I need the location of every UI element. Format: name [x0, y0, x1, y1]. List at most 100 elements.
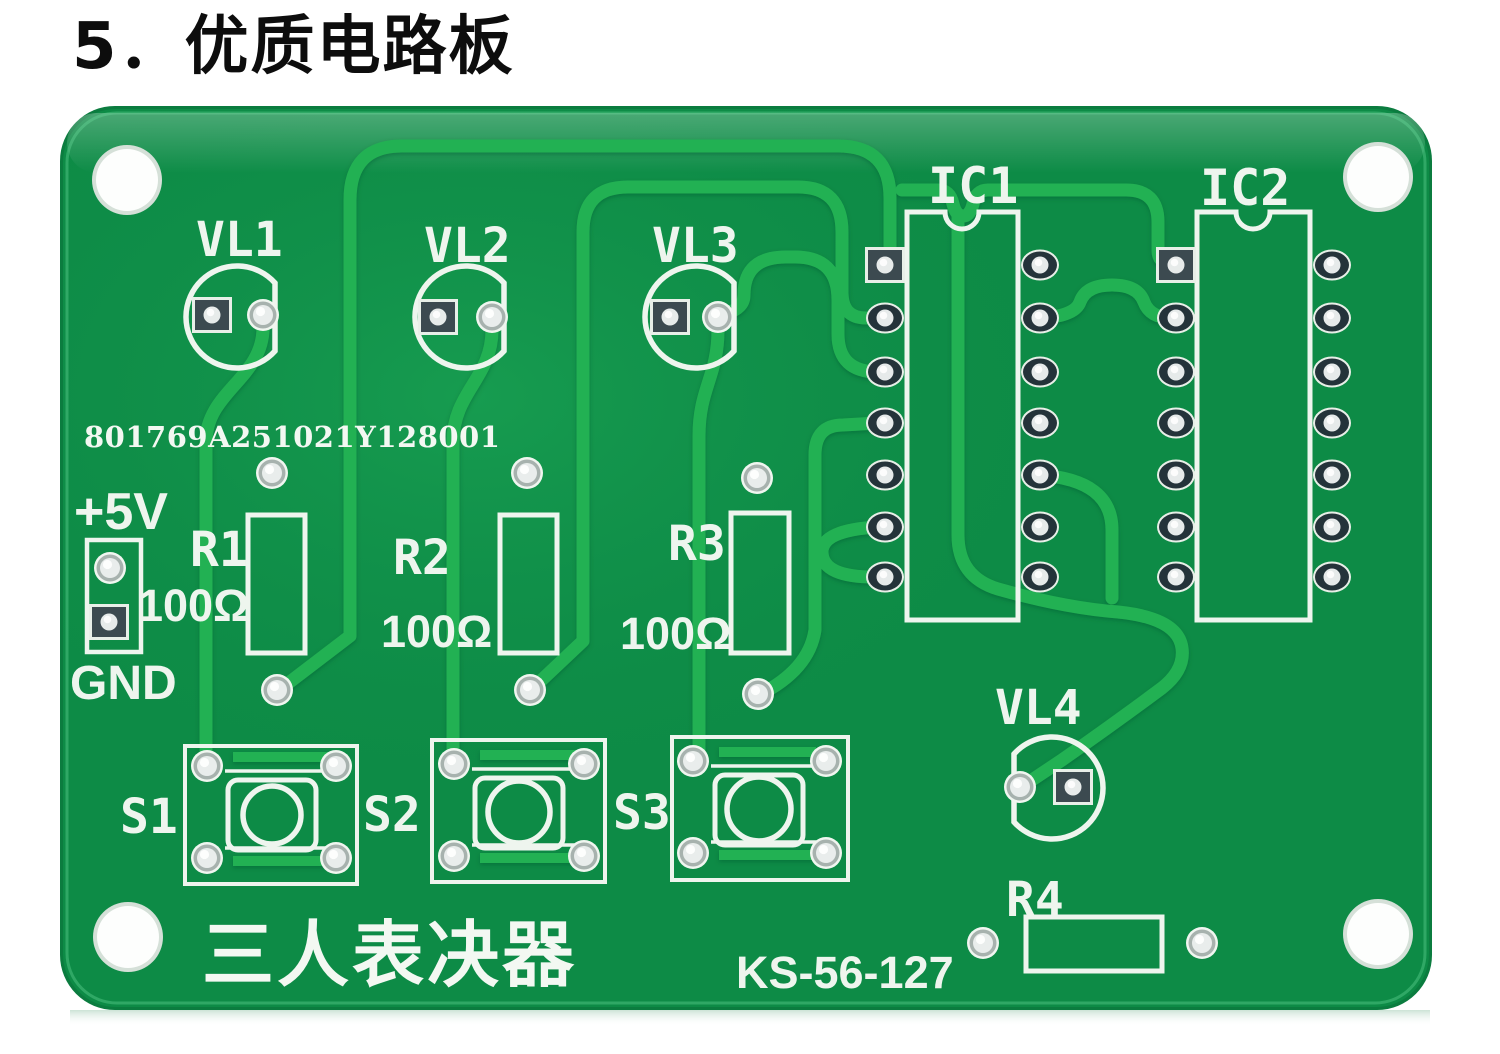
r3-top-pad — [741, 462, 773, 494]
serial-number: 801769A251021Y128001 — [84, 420, 500, 454]
silkscreen-labels: VL1 VL2 VL3 VL4 IC1 IC2 R1 100Ω R2 100Ω … — [70, 157, 1290, 998]
vl3-anode-pad — [702, 301, 734, 333]
ic2-pad — [1157, 356, 1195, 388]
s3-pad — [677, 837, 709, 869]
board-bevel — [65, 111, 1427, 1005]
resistor-value-r3: 100Ω — [620, 608, 731, 659]
trace-r2-to-ic1 — [523, 180, 885, 698]
ic1-pad — [1021, 249, 1059, 281]
switch-label-s3: S3 — [613, 785, 671, 841]
led-label-vl4: VL4 — [995, 680, 1082, 736]
trace-ic1-to-ic2 — [895, 183, 1177, 270]
resistor-outline-r4 — [1023, 914, 1165, 974]
vl2-cathode-pad — [418, 299, 458, 335]
page-title: 5．优质电路板 — [72, 10, 515, 84]
trace-r1-to-ic1 — [271, 139, 897, 698]
power-gnd-pad — [89, 604, 129, 640]
ic1-pad — [1021, 511, 1059, 543]
s2-pad — [438, 840, 470, 872]
r4-right-pad — [1186, 927, 1218, 959]
s1-pad — [320, 842, 352, 874]
ic2-pad — [1157, 459, 1195, 491]
ic2-pin1-pad — [1156, 247, 1196, 283]
vl2-anode-pad — [476, 301, 508, 333]
ic2-pad — [1313, 356, 1351, 388]
ic2-pad — [1157, 511, 1195, 543]
vl4-cathode-pad — [1053, 769, 1093, 805]
led-label-vl2: VL2 — [424, 218, 511, 274]
ic1-pad — [1021, 407, 1059, 439]
ic2-pad — [1157, 302, 1195, 334]
ic2-pad — [1313, 249, 1351, 281]
vl1-cathode-pad — [192, 297, 232, 333]
trace-vl3-to-s3 — [692, 323, 725, 760]
r1-top-pad — [256, 457, 288, 489]
s1-pad — [191, 750, 223, 782]
power-connector-outline — [84, 537, 144, 655]
ic-label-ic1: IC1 — [928, 157, 1018, 215]
ic2-pad — [1157, 561, 1195, 593]
switch-outline-s1 — [183, 744, 359, 886]
mounting-hole — [1343, 142, 1413, 212]
mounting-hole — [93, 902, 163, 972]
mounting-hole — [1343, 899, 1413, 969]
silkscreen-outlines — [84, 209, 1313, 974]
r2-top-pad — [511, 457, 543, 489]
resistor-label-r4: R4 — [1006, 872, 1064, 928]
switch-outline-s3 — [670, 735, 850, 882]
resistor-label-r1: R1 — [190, 522, 248, 578]
led-label-vl1: VL1 — [196, 212, 283, 268]
trace-r3-to-ic1 — [752, 416, 885, 702]
s1-pad — [320, 750, 352, 782]
ic2-pad — [1313, 407, 1351, 439]
ic1-pad — [1021, 459, 1059, 491]
led-outline-vl3 — [642, 263, 737, 371]
ic2-pad — [1313, 561, 1351, 593]
led-outline-vl4 — [1011, 734, 1106, 842]
vl1-anode-pad — [247, 299, 279, 331]
switch-label-s2: S2 — [363, 787, 421, 843]
resistor-label-r3: R3 — [668, 516, 726, 572]
switch-outline-s2 — [430, 738, 607, 884]
resistor-label-r2: R2 — [393, 530, 451, 586]
ic1-pad — [866, 511, 904, 543]
trace-ic1-to-vl4 — [951, 207, 1189, 793]
ic2-pad — [1313, 459, 1351, 491]
product-name: 三人表决器 — [202, 912, 577, 997]
trace-vl3-to-ic1 — [713, 250, 885, 379]
vl4-anode-pad — [1004, 771, 1036, 803]
led-outline-vl2 — [412, 263, 507, 371]
board-reflection — [70, 1010, 1430, 1026]
resistor-outline-r3 — [728, 510, 792, 656]
ic-label-ic2: IC2 — [1200, 159, 1290, 217]
resistor-outline-r2 — [497, 512, 560, 656]
led-outline-vl1 — [183, 263, 278, 371]
s2-pad — [438, 748, 470, 780]
ic1-pad — [866, 356, 904, 388]
led-label-vl3: VL3 — [652, 218, 739, 274]
r2-bottom-pad — [514, 674, 546, 706]
s3-pad — [810, 837, 842, 869]
vl3-cathode-pad — [650, 299, 690, 335]
ic2-pad — [1157, 407, 1195, 439]
s3-pad — [677, 745, 709, 777]
trace-ic1-left-loop — [815, 520, 885, 584]
ground-label: GND — [70, 657, 177, 710]
ic1-pad — [866, 407, 904, 439]
ic1-pin1-pad — [865, 247, 905, 283]
s2-pad — [568, 748, 600, 780]
ic-outline-ic1 — [904, 209, 1021, 623]
resistor-value-r1: 100Ω — [138, 580, 249, 631]
power-label: +5V — [74, 483, 168, 541]
ic1-pad — [1021, 302, 1059, 334]
ic1-pad — [866, 459, 904, 491]
ic1-pad — [866, 561, 904, 593]
ic2-pad — [1313, 511, 1351, 543]
r4-left-pad — [967, 927, 999, 959]
resistor-value-r2: 100Ω — [381, 606, 492, 657]
s2-pad — [568, 840, 600, 872]
trace-vl2-to-s2 — [446, 323, 499, 763]
ic-outline-ic2 — [1194, 209, 1313, 623]
